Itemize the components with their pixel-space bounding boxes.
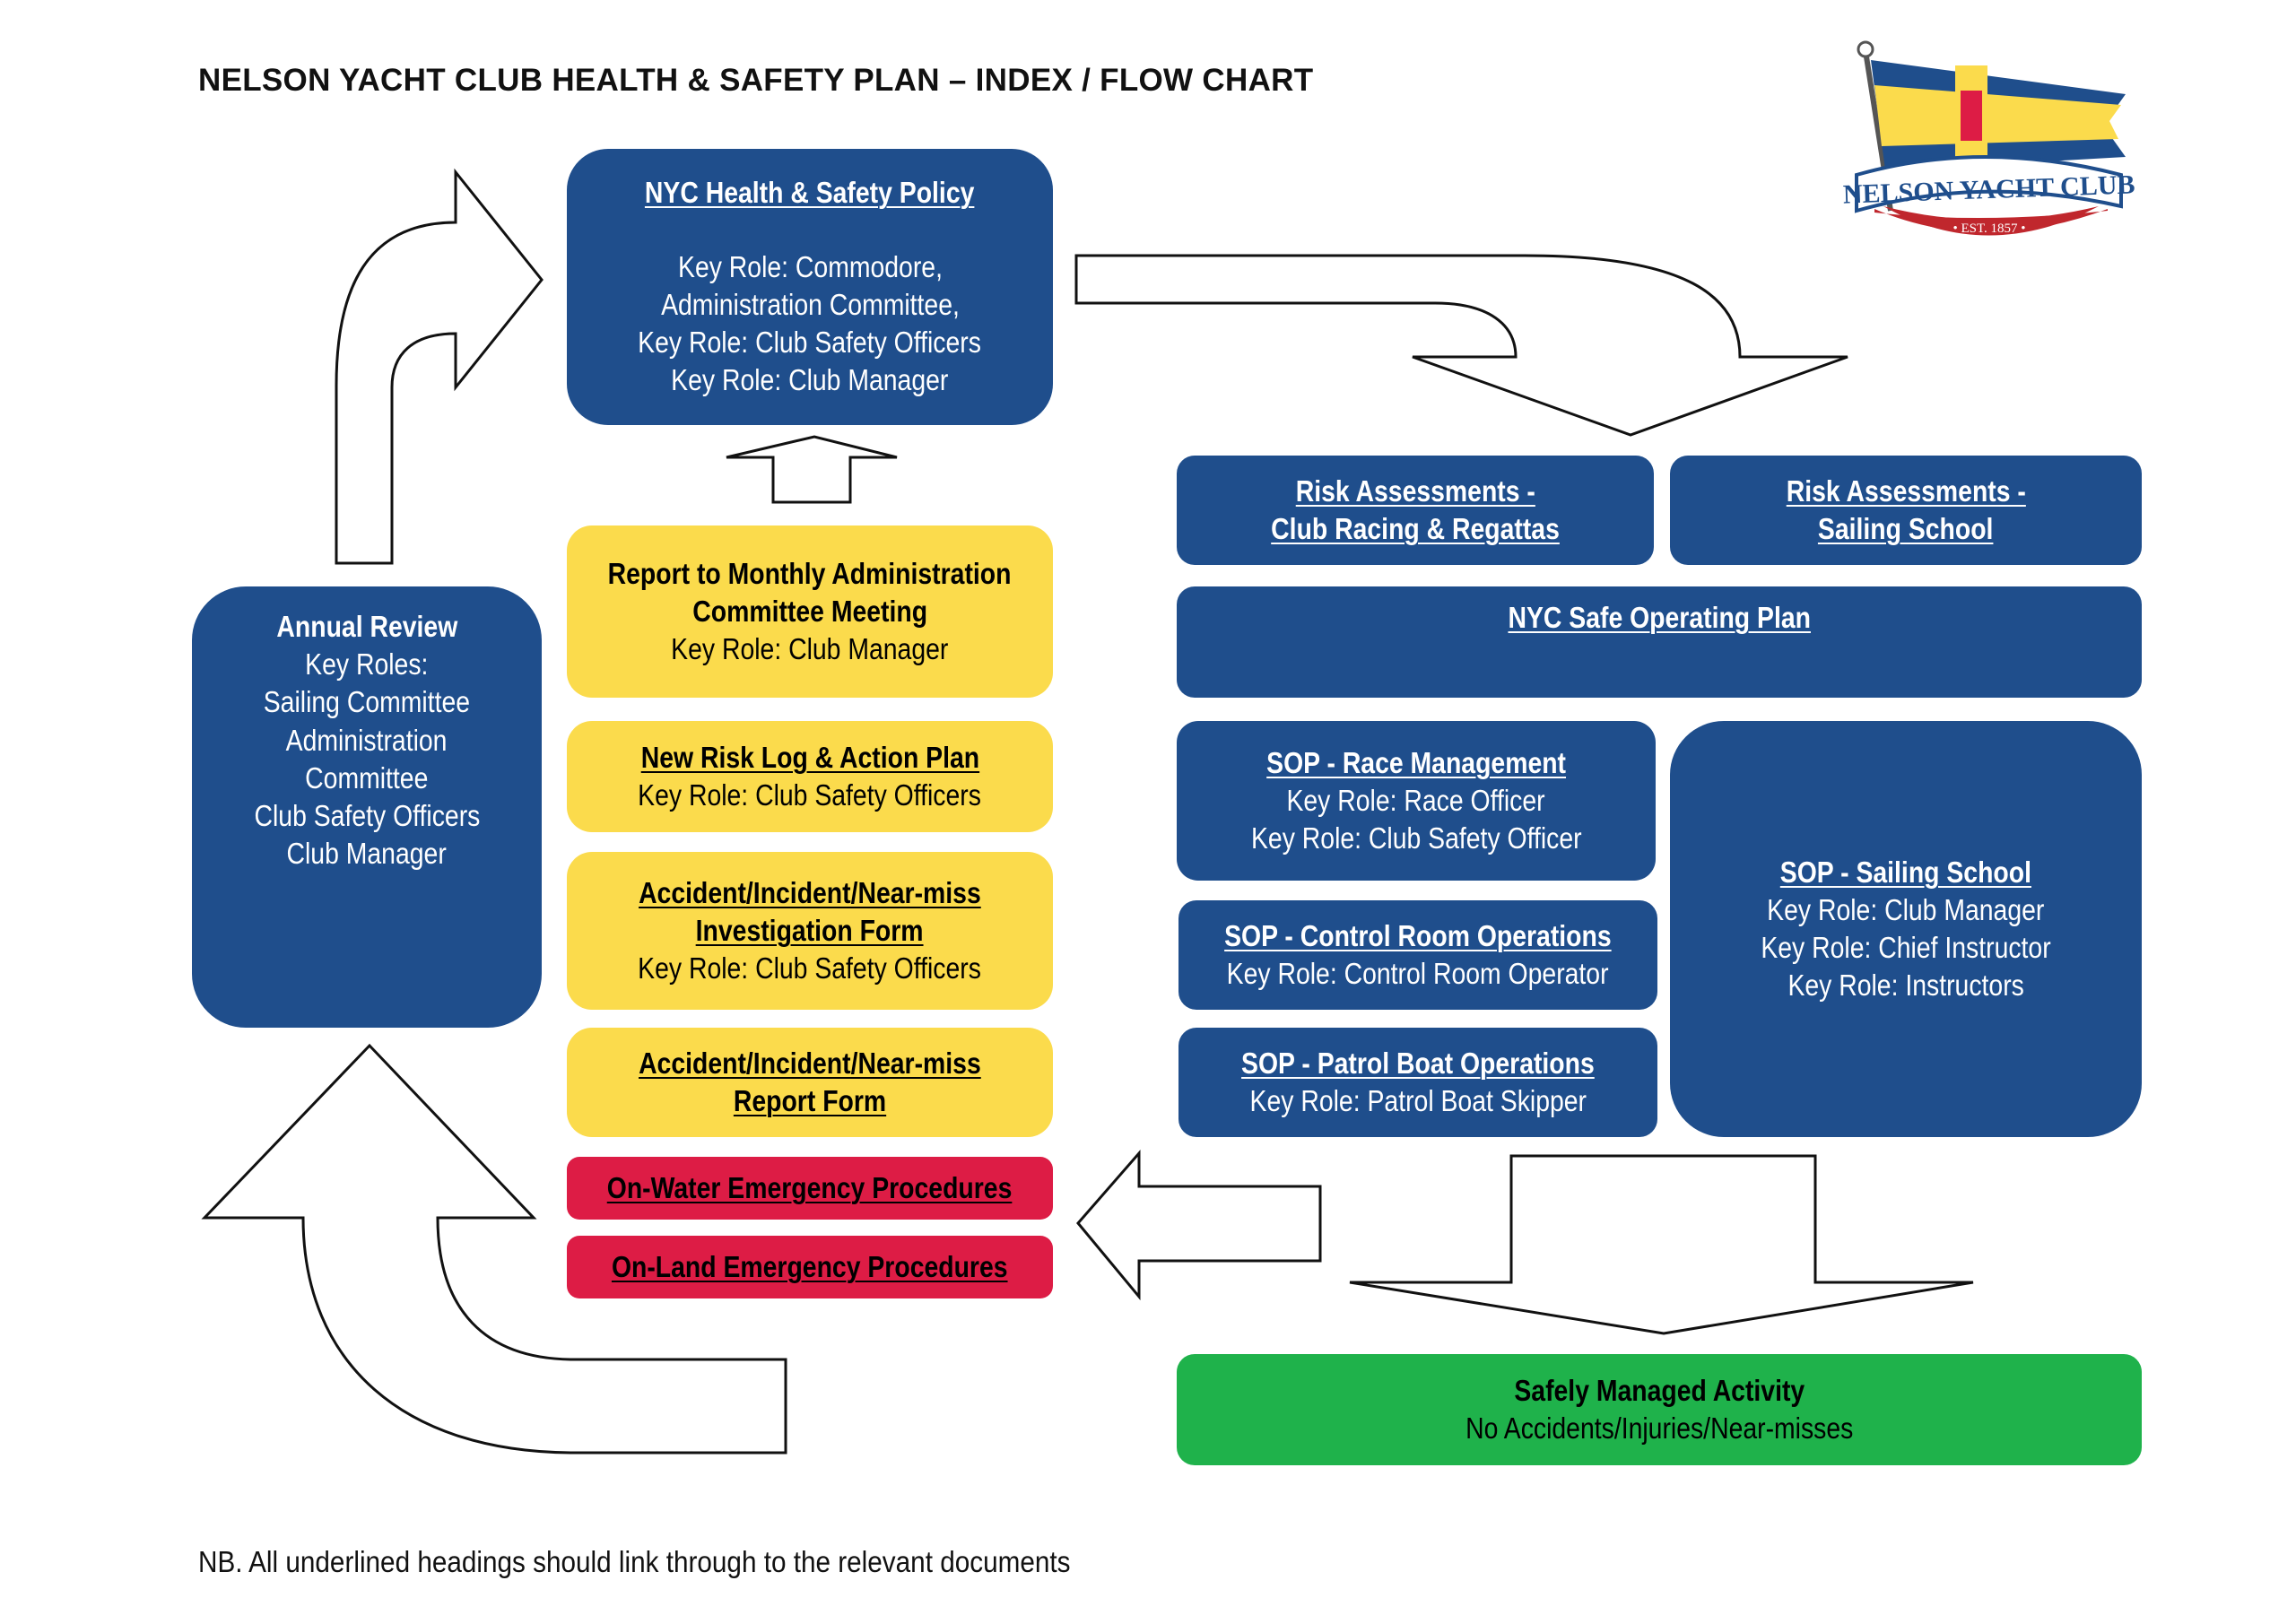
monthly-report-box: Report to Monthly Administration Committ…	[567, 525, 1053, 698]
sop-school-role: Key Role: Chief Instructor	[1761, 931, 2051, 964]
safe-operating-plan-box: NYC Safe Operating Plan	[1177, 586, 2142, 698]
report-form-link[interactable]: Accident/Incident/Near-miss	[639, 1046, 981, 1080]
sop-control-role: Key Role: Control Room Operator	[1227, 957, 1609, 990]
on-water-link[interactable]: On-Water Emergency Procedures	[607, 1170, 1013, 1204]
investigation-form-role: Key Role: Club Safety Officers	[638, 951, 982, 986]
annual-review-line: Sailing Committee	[263, 685, 471, 719]
policy-link[interactable]: NYC Health & Safety Policy	[645, 176, 975, 210]
annual-review-line: Club Manager	[286, 837, 448, 871]
safe-activity-box: Safely Managed Activity No Accidents/Inj…	[1177, 1354, 2142, 1465]
risk-racing-box: Risk Assessments - Club Racing & Regatta…	[1177, 456, 1654, 565]
safe-activity-heading: Safely Managed Activity	[1514, 1373, 1805, 1407]
monthly-report-heading: Report to Monthly Administration	[608, 556, 1012, 590]
sop-school-link[interactable]: SOP - Sailing School	[1779, 855, 2032, 889]
sop-control-box: SOP - Control Room Operations Key Role: …	[1178, 900, 1657, 1010]
risk-school-link[interactable]: Risk Assessments -	[1786, 473, 2026, 508]
arrow-policy-to-risk	[1074, 254, 1848, 437]
arrow-sop-to-activity	[1349, 1154, 1974, 1335]
sop-school-role: Key Role: Club Manager	[1767, 892, 2045, 926]
annual-review-line: Club Safety Officers	[254, 799, 480, 833]
report-form-box: Accident/Incident/Near-miss Report Form	[567, 1028, 1053, 1137]
on-land-box: On-Land Emergency Procedures	[567, 1236, 1053, 1298]
policy-role: Key Role: Commodore,	[677, 249, 943, 283]
report-form-link[interactable]: Report Form	[733, 1084, 887, 1117]
footnote: NB. All underlined headings should link …	[198, 1545, 1071, 1578]
sop-school-role: Key Role: Instructors	[1787, 968, 2024, 1003]
annual-review-line: Administration	[286, 723, 448, 757]
risk-racing-link[interactable]: Club Racing & Regattas	[1271, 512, 1560, 545]
logo-est-text: • EST. 1857 •	[1952, 221, 2025, 236]
risk-log-box: New Risk Log & Action Plan Key Role: Clu…	[567, 721, 1053, 832]
risk-school-box: Risk Assessments - Sailing School	[1670, 456, 2142, 565]
investigation-form-box: Accident/Incident/Near-miss Investigatio…	[567, 852, 1053, 1010]
sop-patrol-link[interactable]: SOP - Patrol Boat Operations	[1241, 1046, 1595, 1080]
monthly-report-heading: Committee Meeting	[692, 594, 927, 628]
risk-racing-link[interactable]: Risk Assessments -	[1295, 473, 1535, 508]
sop-school-box: SOP - Sailing School Key Role: Club Mana…	[1670, 721, 2142, 1137]
sop-race-box: SOP - Race Management Key Role: Race Off…	[1177, 721, 1656, 881]
sop-race-link[interactable]: SOP - Race Management	[1266, 745, 1566, 779]
risk-log-link[interactable]: New Risk Log & Action Plan	[640, 740, 979, 774]
annual-review-box: Annual Review Key Roles: Sailing Committ…	[192, 586, 542, 1028]
risk-log-role: Key Role: Club Safety Officers	[638, 778, 982, 812]
arrow-report-to-policy	[726, 435, 898, 504]
arrow-activity-to-review	[201, 1043, 787, 1455]
sop-race-role: Key Role: Club Safety Officer	[1250, 821, 1582, 855]
policy-role: Key Role: Club Manager	[671, 363, 949, 397]
safe-operating-plan-link[interactable]: NYC Safe Operating Plan	[1508, 601, 1811, 634]
sop-control-link[interactable]: SOP - Control Room Operations	[1224, 918, 1612, 952]
nelson-yacht-club-logo: NELSON YACHT CLUB • EST. 1857 •	[1830, 40, 2135, 256]
policy-box: NYC Health & Safety Policy Key Role: Com…	[567, 149, 1053, 425]
policy-role: Key Role: Club Safety Officers	[638, 326, 982, 360]
sop-race-role: Key Role: Race Officer	[1286, 783, 1546, 817]
arrow-sop-to-emergency	[1076, 1149, 1322, 1301]
sop-patrol-role: Key Role: Patrol Boat Skipper	[1249, 1084, 1587, 1117]
annual-review-line: Committee	[305, 760, 429, 795]
monthly-report-role: Key Role: Club Manager	[671, 632, 949, 666]
policy-role: Administration Committee,	[660, 287, 960, 321]
investigation-form-link[interactable]: Accident/Incident/Near-miss	[639, 875, 981, 909]
sop-patrol-box: SOP - Patrol Boat Operations Key Role: P…	[1178, 1028, 1657, 1137]
annual-review-line: Key Roles:	[305, 647, 429, 682]
annual-review-heading: Annual Review	[276, 610, 457, 643]
arrow-review-to-policy	[335, 168, 544, 565]
on-land-link[interactable]: On-Land Emergency Procedures	[612, 1249, 1008, 1283]
on-water-box: On-Water Emergency Procedures	[567, 1157, 1053, 1220]
risk-school-link[interactable]: Sailing School	[1818, 512, 1994, 545]
investigation-form-link[interactable]: Investigation Form	[696, 913, 924, 947]
page-title: NELSON YACHT CLUB HEALTH & SAFETY PLAN –…	[198, 63, 1314, 98]
safe-activity-subtext: No Accidents/Injuries/Near-misses	[1465, 1411, 1854, 1445]
